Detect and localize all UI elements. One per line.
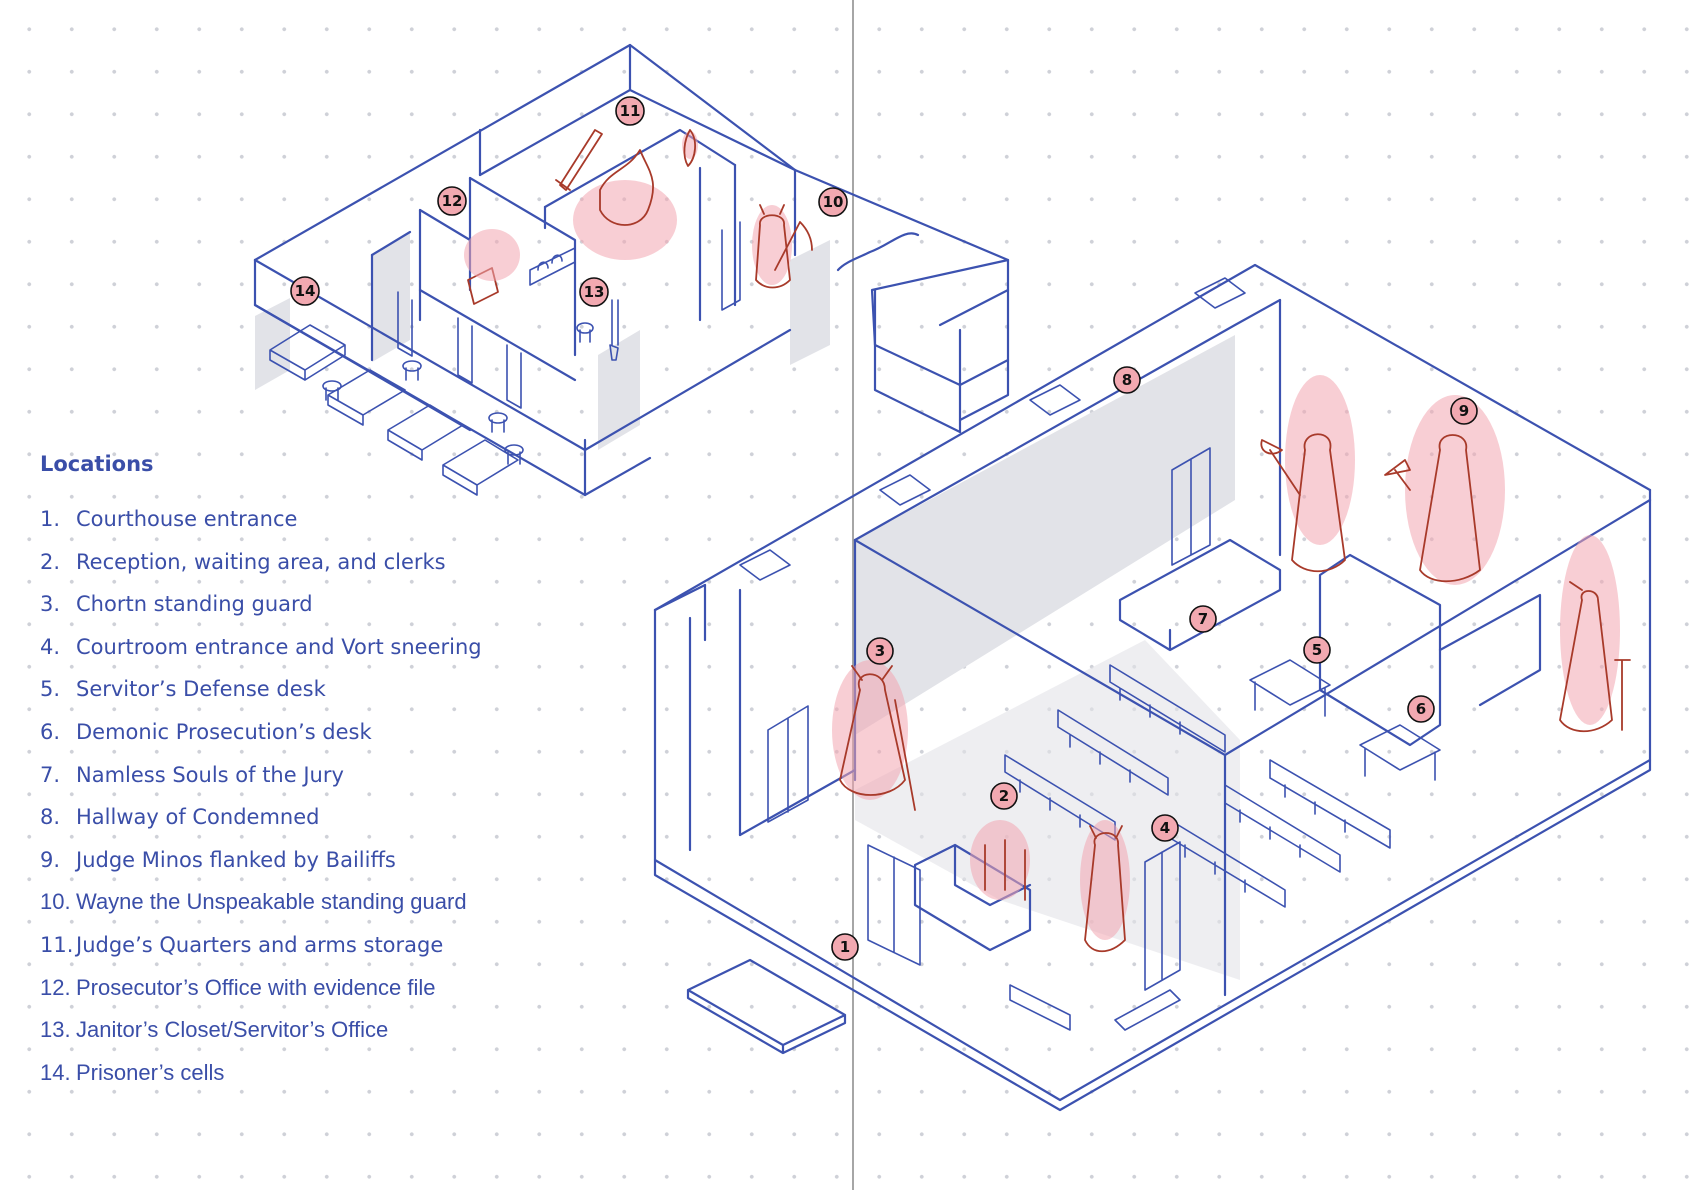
svg-text:7: 7 — [1198, 610, 1208, 628]
svg-text:11: 11 — [620, 102, 641, 120]
legend-label: Judge Minos flanked by Bailiffs — [76, 847, 396, 872]
ground-floor — [653, 263, 1652, 1112]
legend-number: 14. — [40, 1059, 71, 1085]
legend-number: 8. — [40, 805, 61, 830]
legend-item-12: 12.Prosecutor’s Office with evidence fil… — [40, 967, 600, 1010]
legend-title: Locations — [40, 452, 154, 476]
legend-number: 13. — [40, 1017, 71, 1043]
legend-item-4: 4. Courtroom entrance and Vort sneering — [40, 626, 600, 669]
legend-item-14: 14.Prisoner’s cells — [40, 1052, 600, 1095]
legend-number: 10. — [40, 889, 71, 915]
svg-text:10: 10 — [823, 193, 844, 211]
svg-text:13: 13 — [584, 283, 605, 301]
svg-text:9: 9 — [1459, 402, 1469, 420]
svg-text:3: 3 — [875, 642, 885, 660]
marker-4[interactable]: 4 — [1151, 814, 1179, 842]
legend-item-5: 5. Servitor’s Defense desk — [40, 668, 600, 711]
marker-8[interactable]: 8 — [1113, 366, 1141, 394]
legend-label: Servitor’s Defense desk — [76, 677, 326, 702]
legend-item-3: 3. Chortn standing guard — [40, 583, 600, 626]
legend-number: 4. — [40, 634, 61, 659]
stools — [322, 322, 594, 465]
legend-label: Judge’s Quarters and arms storage — [76, 932, 444, 957]
legend-number: 2. — [40, 549, 61, 574]
marker-9[interactable]: 9 — [1450, 397, 1478, 425]
marker-1[interactable]: 1 — [831, 933, 859, 961]
upper-floor — [253, 43, 1010, 497]
marker-11[interactable]: 11 — [615, 96, 645, 126]
legend-label: Reception, waiting area, and clerks — [76, 549, 446, 574]
legend-item-1: 1. Courthouse entrance — [40, 498, 600, 541]
legend-label: Prisoner’s cells — [76, 1059, 225, 1085]
locations-legend: Locations 1. Courthouse entrance 2. Recept… — [40, 452, 600, 1094]
legend-label: Namless Souls of the Jury — [76, 762, 344, 787]
legend-list: 1. Courthouse entrance 2. Reception, waiti… — [40, 498, 600, 1094]
legend-item-10: 10.Wayne the Unspeakable standing guard — [40, 881, 600, 924]
legend-label: Courtroom entrance and Vort sneering — [76, 634, 482, 659]
location-markers: 1 2 3 4 5 6 7 8 9 10 11 12 13 14 — [290, 96, 1478, 961]
legend-item-9: 9. Judge Minos flanked by Bailiffs — [40, 839, 600, 882]
legend-item-7: 7. Namless Souls of the Jury — [40, 754, 600, 797]
legend-item-2: 2. Reception, waiting area, and clerks — [40, 541, 600, 584]
legend-item-11: 11.Judge’s Quarters and arms storage — [40, 924, 600, 967]
marker-3[interactable]: 3 — [866, 637, 894, 665]
legend-number: 7. — [40, 762, 61, 787]
svg-text:4: 4 — [1160, 819, 1170, 837]
legend-item-6: 6. Demonic Prosecution’s desk — [40, 711, 600, 754]
marker-10[interactable]: 10 — [818, 187, 848, 217]
marker-13[interactable]: 13 — [579, 277, 609, 307]
legend-number: 11. — [40, 932, 74, 957]
svg-text:5: 5 — [1312, 641, 1322, 659]
prison-beds — [269, 324, 519, 496]
courtroom-figures — [832, 375, 1631, 953]
legend-label: Courthouse entrance — [76, 507, 298, 531]
legend-number: 1. — [40, 507, 61, 531]
legend-item-13: 13.Janitor’s Closet/Servitor’s Office — [40, 1009, 600, 1052]
marker-12[interactable]: 12 — [437, 186, 467, 216]
svg-text:14: 14 — [295, 282, 316, 300]
legend-number: 12. — [40, 974, 71, 1000]
marker-2[interactable]: 2 — [990, 782, 1018, 810]
legend-number: 3. — [40, 592, 61, 617]
marker-6[interactable]: 6 — [1407, 695, 1435, 723]
marker-7[interactable]: 7 — [1189, 605, 1217, 633]
legend-label: Chortn standing guard — [76, 592, 313, 617]
legend-number: 6. — [40, 719, 61, 744]
pews — [1004, 664, 1391, 1031]
legend-label: Wayne the Unspeakable standing guard — [76, 889, 467, 915]
svg-text:6: 6 — [1416, 700, 1426, 718]
legend-number: 5. — [40, 677, 61, 702]
legend-label: Prosecutor’s Office with evidence file — [76, 974, 436, 1000]
legend-item-8: 8. Hallway of Condemned — [40, 796, 600, 839]
legend-label: Janitor’s Closet/Servitor’s Office — [76, 1017, 389, 1043]
svg-text:12: 12 — [442, 192, 463, 210]
svg-text:2: 2 — [999, 787, 1009, 805]
svg-text:8: 8 — [1122, 371, 1132, 389]
svg-text:1: 1 — [840, 938, 850, 956]
legend-number: 9. — [40, 847, 61, 872]
marker-5[interactable]: 5 — [1303, 636, 1331, 664]
legend-label: Demonic Prosecution’s desk — [76, 719, 372, 744]
legend-label: Hallway of Condemned — [76, 805, 320, 830]
marker-14[interactable]: 14 — [290, 276, 320, 306]
